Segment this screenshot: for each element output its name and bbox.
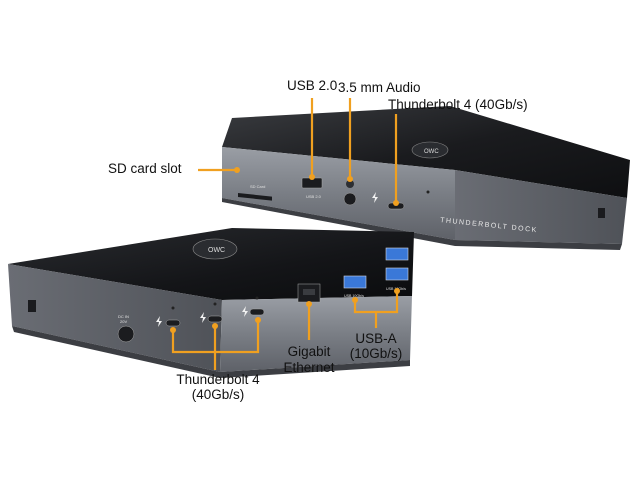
thunderbolt-port-2: [207, 315, 223, 323]
owl-logo-icon: [411, 141, 449, 159]
svg-text:USB 10Gb/s: USB 10Gb/s: [344, 294, 364, 298]
label-thunderbolt-bottom: Thunderbolt 4: [176, 372, 260, 387]
front-dock: OWC DC IN 20V USB 10Gb/s USB 10Gb/s: [8, 228, 414, 378]
dc-in-port: [117, 325, 135, 343]
security-slot: [28, 300, 36, 312]
owl-logo-icon: [192, 238, 238, 260]
thunderbolt-icon: [242, 306, 248, 317]
svg-text:DC IN: DC IN: [118, 314, 129, 319]
label-usb-a: USB-A: [355, 331, 397, 346]
label-audio: 3.5 mm Audio: [338, 80, 421, 95]
audio-port-icon: [343, 192, 357, 206]
thunderbolt-port-1: [165, 319, 181, 327]
label-gigabit: Gigabit: [287, 344, 331, 359]
usb-a-port-3: [385, 267, 409, 281]
sd-card-slot: [238, 193, 272, 201]
label-thunderbolt-top: Thunderbolt 4 (40Gb/s): [388, 97, 528, 112]
svg-text:OWC: OWC: [424, 149, 439, 155]
thunderbolt-port-3: [249, 308, 265, 316]
label-sd-card-slot: SD card slot: [108, 161, 182, 176]
label-usb-a-speed: (10Gb/s): [349, 346, 403, 361]
thunderbolt-icon: [156, 316, 162, 327]
thunderbolt-icon: [200, 312, 206, 323]
callout-dots: [170, 167, 400, 333]
svg-text:OWC: OWC: [208, 247, 225, 254]
front-dock-top-panel: [8, 228, 414, 300]
thunderbolt-icon: [372, 192, 378, 203]
security-slot: [598, 208, 605, 218]
back-dock-side-face: [455, 170, 627, 244]
svg-text:USB 2.0: USB 2.0: [306, 194, 322, 199]
back-dock: OWC SD Card USB 2.0 THUNDERBOLT DOCK: [222, 106, 630, 250]
front-dock-side-face: [8, 264, 222, 372]
label-usb2: USB 2.0: [287, 78, 338, 93]
label-thunderbolt-bottom-speed: (40Gb/s): [191, 387, 245, 402]
label-ethernet: Ethernet: [283, 360, 335, 375]
front-dock-front-face: [220, 296, 412, 372]
svg-text:SD Card: SD Card: [250, 184, 265, 189]
callout-lines: [171, 98, 399, 370]
usb-a-port-1: [343, 275, 367, 289]
usb-a-port-2: [385, 247, 409, 261]
svg-text:20V: 20V: [120, 319, 127, 324]
